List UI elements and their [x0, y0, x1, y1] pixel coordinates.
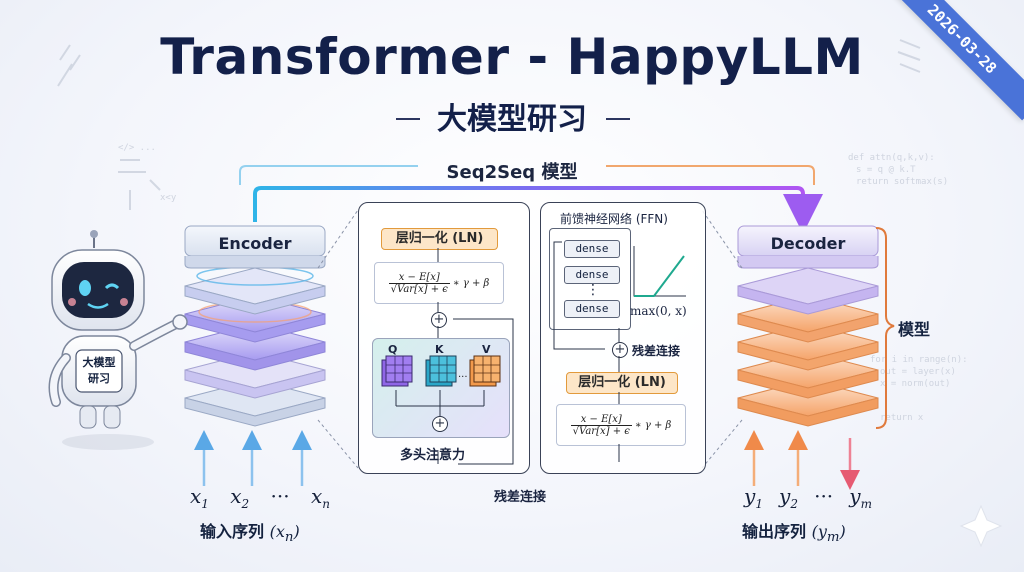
ffn-formula-fraction: x − E[x] √Var[x] + ϵ — [570, 414, 632, 437]
encoder-layer — [184, 225, 326, 427]
input-token-n: xn — [310, 484, 330, 511]
output-sequence-label: 输出序列 (ym) — [742, 522, 846, 546]
svg-text:x = norm(out): x = norm(out) — [880, 379, 950, 389]
qkv-cubes: ··· — [381, 355, 501, 416]
v-label: V — [482, 343, 491, 356]
ffn-ln-formula: x − E[x] √Var[x] + ϵ ∗ γ + β — [556, 404, 686, 446]
bottom-residual-label: 残差连接 — [494, 490, 547, 505]
output-token-2: y2 — [779, 484, 798, 511]
q-label: Q — [388, 343, 398, 356]
output-token-ellipsis: ··· — [814, 484, 834, 508]
attention-add-bottom-icon: + — [432, 416, 448, 432]
robot-badge-line2: 研习 — [88, 372, 110, 385]
k-label: K — [435, 343, 444, 356]
svg-text:</> ...: </> ... — [118, 143, 156, 153]
dense-layer-3: dense — [564, 300, 620, 318]
svg-text:···: ··· — [458, 372, 468, 383]
svg-text:out = layer(x): out = layer(x) — [880, 367, 956, 377]
svg-text:for i in range(n):: for i in range(n): — [870, 355, 968, 365]
q-cube-icon — [381, 355, 413, 387]
input-token-1: x1 — [190, 484, 209, 511]
svg-text:def attn(q,k,v):: def attn(q,k,v): — [848, 153, 935, 163]
v-cube-icon — [469, 355, 501, 387]
ffn-residual-label: 残差连接 — [632, 344, 681, 358]
robot-badge-line1: 大模型 — [82, 356, 116, 369]
svg-text:return x: return x — [880, 413, 924, 423]
ffn-add-icon: + — [612, 342, 628, 358]
dense-vdots: ⋮ — [586, 282, 600, 298]
page-title: Transformer - HappyLLM — [160, 28, 864, 86]
encoder-stack — [184, 225, 326, 427]
k-cube-icon — [425, 355, 457, 387]
relu-plot — [633, 246, 686, 297]
ffn-formula-tail: ∗ γ + β — [634, 419, 672, 431]
relu-label: max(0, x) — [630, 304, 687, 318]
input-token-ellipsis: ··· — [270, 484, 290, 508]
input-arrows — [194, 430, 312, 486]
ffn-lines — [553, 241, 620, 462]
formula-numerator: x − E[x] — [388, 272, 450, 284]
decoder-label: Decoder — [770, 234, 846, 253]
ffn-title: 前馈神经网络 (FFN) — [560, 212, 668, 226]
svg-text:s = q @ k.T: s = q @ k.T — [856, 165, 916, 175]
ffn-dense-group — [549, 228, 631, 330]
page-subtitle: 大模型研习 — [437, 102, 587, 137]
formula-fraction: x − E[x] √Var[x] + ϵ — [388, 272, 450, 295]
ffn-ln-box: 层归一化 (LN) — [566, 372, 678, 394]
model-bracket — [875, 227, 895, 429]
attention-add-top-icon: + — [431, 312, 447, 328]
attention-ln-box: 层归一化 (LN) — [381, 228, 498, 250]
output-token-1: y1 — [744, 484, 763, 511]
ffn-formula-denominator: √Var[x] + ϵ — [572, 425, 630, 437]
output-tokens: y1 y2 ··· ym — [744, 484, 872, 511]
output-token-m: ym — [849, 484, 872, 511]
svg-text:x<y: x<y — [160, 193, 177, 203]
dense-layer-1: dense — [564, 240, 620, 258]
encoder-label: Encoder — [218, 234, 292, 253]
seq2seq-label: Seq2Seq 模型 — [446, 162, 578, 183]
subtitle-line-left — [396, 118, 420, 120]
dense-layer-2: dense — [564, 266, 620, 284]
formula-tail: ∗ γ + β — [452, 277, 490, 289]
mha-label: 多头注意力 — [400, 448, 466, 463]
svg-text:return softmax(s): return softmax(s) — [856, 177, 948, 187]
subtitle-line-right — [606, 118, 630, 120]
ffn-formula-numerator: x − E[x] — [570, 414, 632, 426]
decoder-stack — [737, 225, 879, 427]
robot-mascot — [48, 230, 188, 450]
attention-ln-formula: x − E[x] √Var[x] + ϵ ∗ γ + β — [374, 262, 504, 304]
input-token-2: x2 — [230, 484, 250, 511]
input-tokens: x1 x2 ··· xn — [190, 484, 330, 511]
formula-denominator: √Var[x] + ϵ — [390, 283, 448, 295]
output-arrows — [744, 430, 860, 490]
model-bracket-label: 模型 — [898, 320, 931, 339]
input-sequence-label: 输入序列 (xn) — [200, 522, 300, 546]
attention-residual-lines — [437, 248, 514, 465]
